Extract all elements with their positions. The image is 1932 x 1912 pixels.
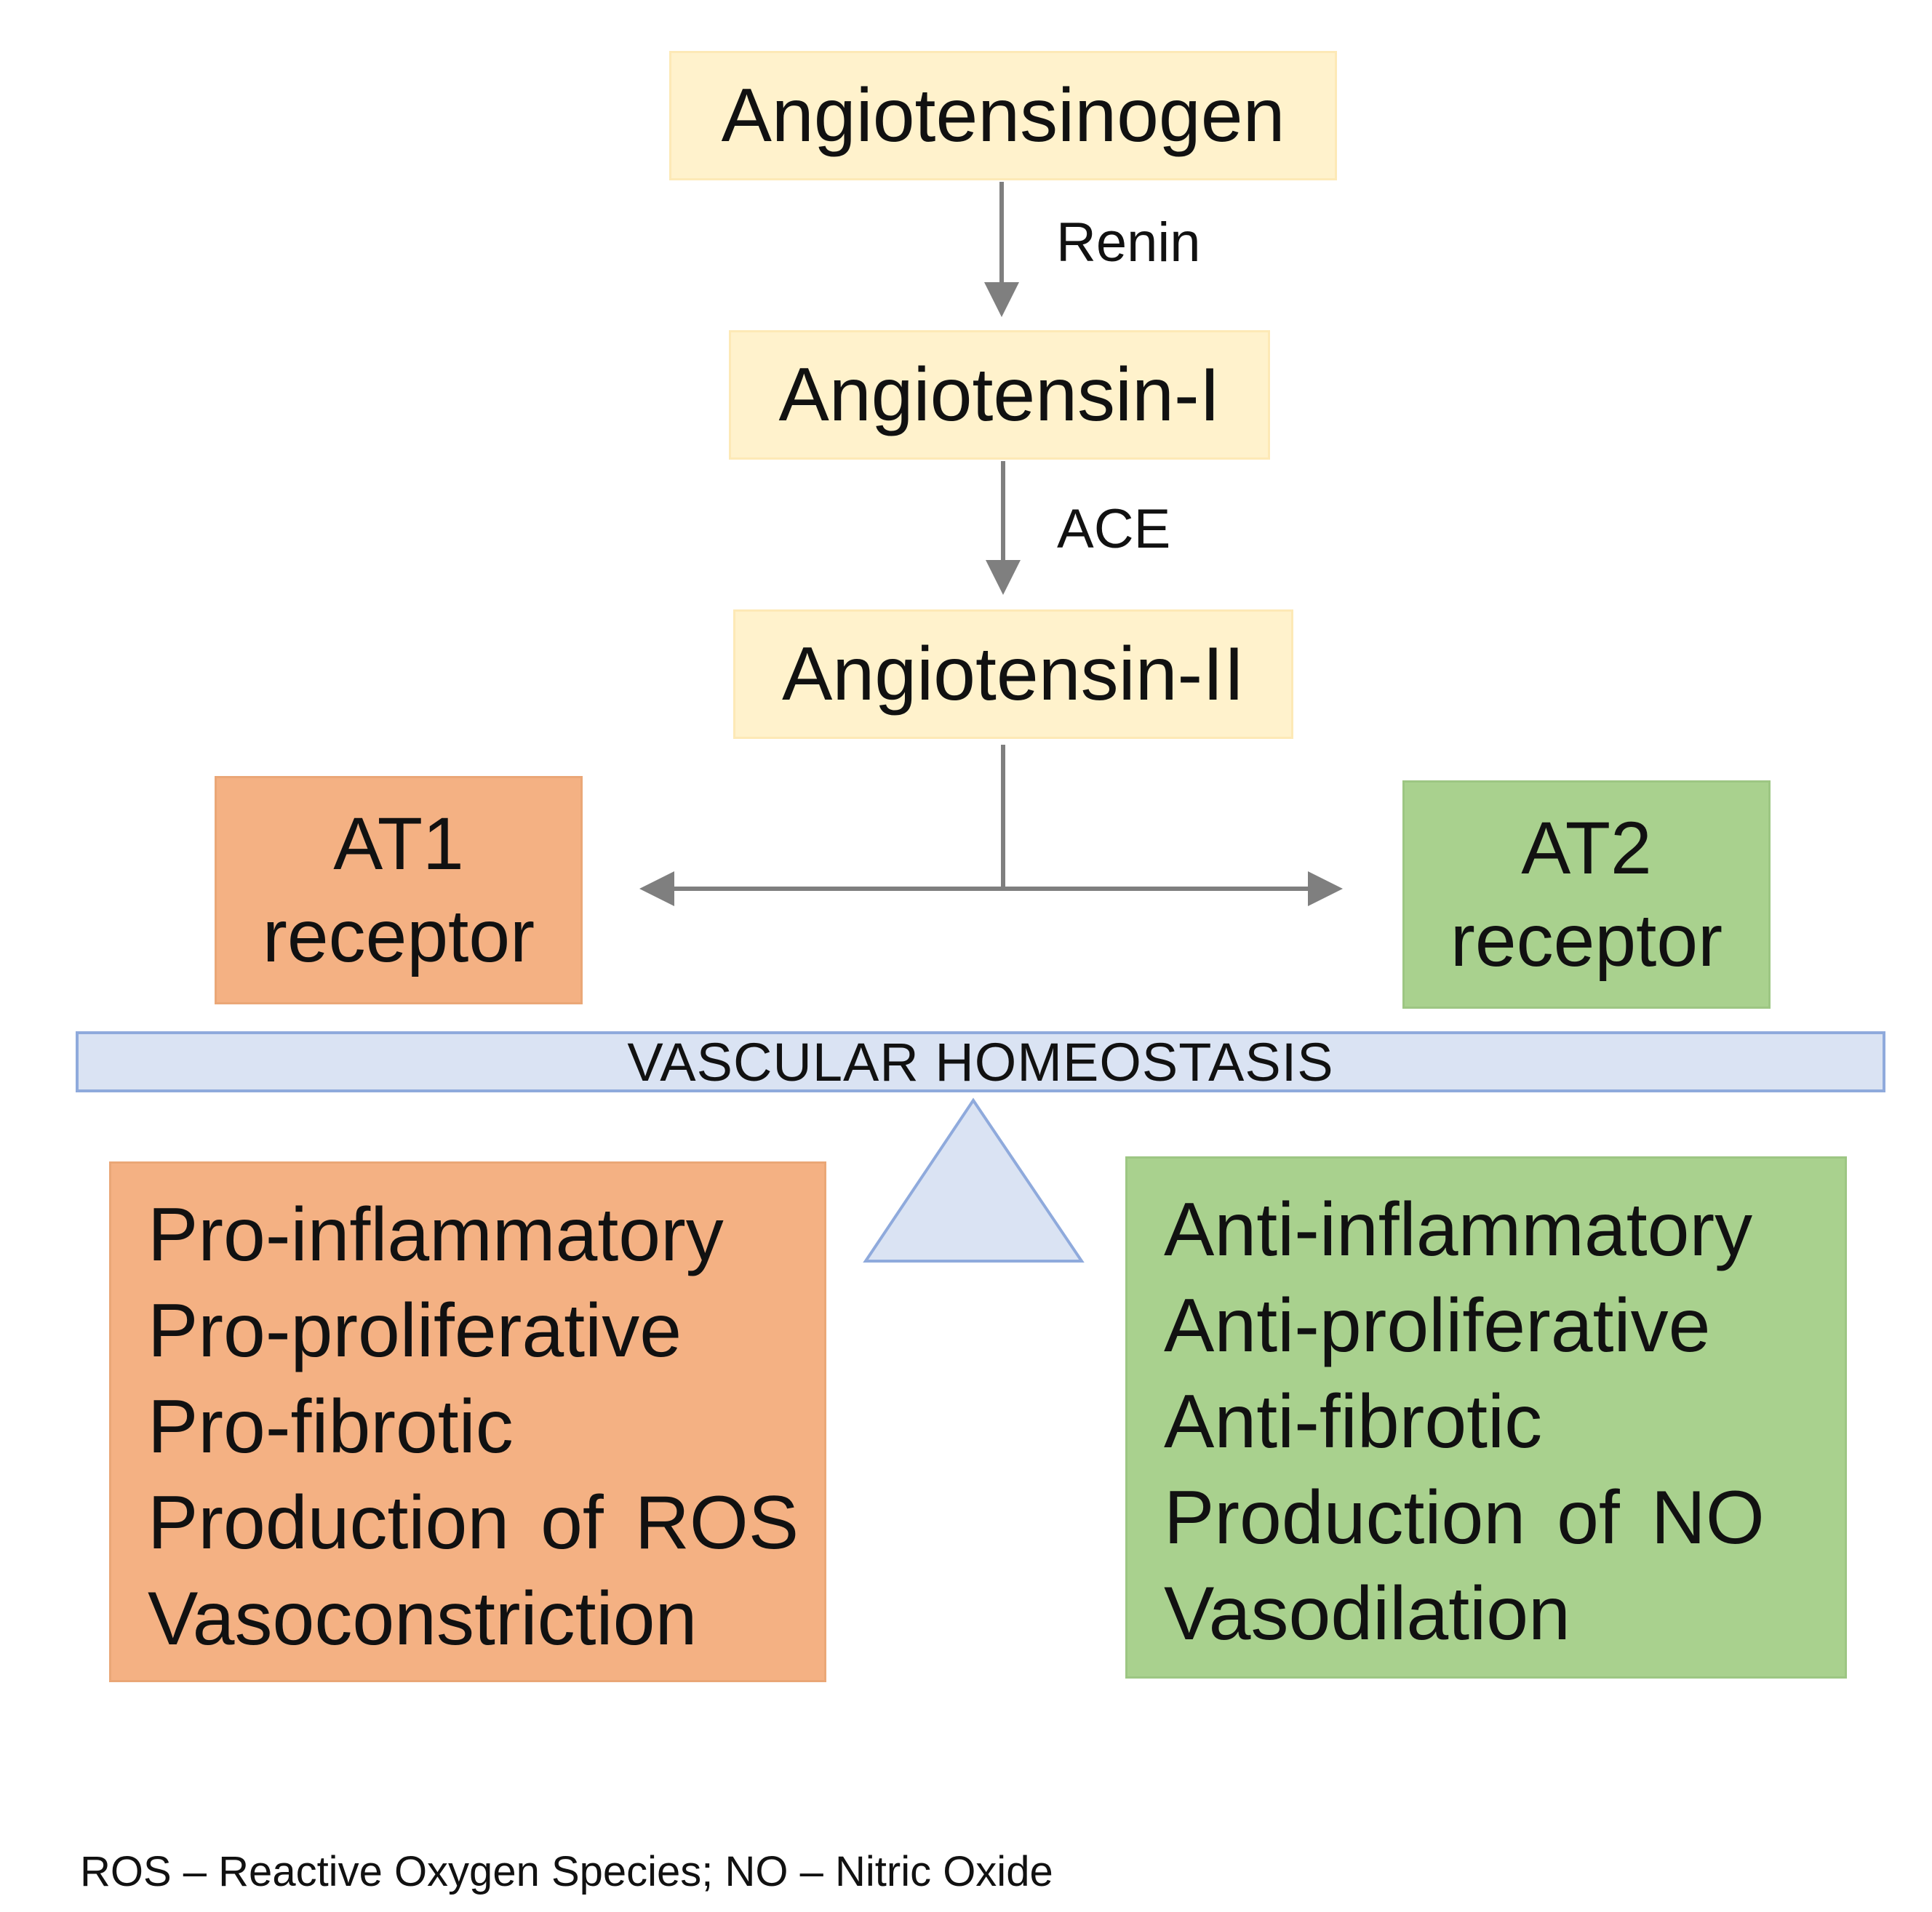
- ace-label: ACE: [1057, 498, 1171, 560]
- angiotensin-1-box: Angiotensin-I: [729, 330, 1270, 460]
- angiotensin-2-label: Angiotensin-II: [782, 632, 1245, 716]
- at2-effects-box: Anti-inflammatory Anti-proliferative Ant…: [1125, 1156, 1847, 1679]
- angiotensin-2-box: Angiotensin-II: [733, 609, 1293, 739]
- at1-receptor-line1: AT1: [333, 801, 464, 885]
- at2-effect-item: Production of NO: [1164, 1476, 1765, 1560]
- at2-effect-item: Anti-proliferative: [1164, 1284, 1711, 1368]
- at2-receptor-line2: receptor: [1450, 899, 1723, 982]
- at1-receptor-line2: receptor: [262, 895, 535, 977]
- at1-receptor-box: AT1 receptor: [215, 776, 583, 1004]
- vascular-homeostasis-beam: VASCULAR HOMEOSTASIS: [76, 1031, 1885, 1092]
- fulcrum-triangle: [863, 1097, 1085, 1263]
- at1-effect-item: Pro-inflammatory: [148, 1193, 724, 1277]
- at2-effect-item: Anti-fibrotic: [1164, 1380, 1543, 1464]
- at2-effect-item: Anti-inflammatory: [1164, 1188, 1753, 1272]
- at2-effect-item: Vasodilation: [1164, 1572, 1570, 1656]
- at1-effect-item: Production of ROS: [148, 1481, 799, 1565]
- angiotensinogen-label: Angiotensinogen: [721, 73, 1285, 158]
- at1-effect-item: Pro-proliferative: [148, 1289, 682, 1373]
- renin-label: Renin: [1056, 212, 1201, 273]
- at1-effect-item: Vasoconstriction: [148, 1577, 698, 1661]
- at2-receptor-box: AT2 receptor: [1402, 780, 1771, 1009]
- beam-label: VASCULAR HOMEOSTASIS: [627, 1031, 1334, 1092]
- abbreviations-footnote: ROS – Reactive Oxygen Species; NO – Nitr…: [80, 1848, 1053, 1895]
- at1-effects-box: Pro-inflammatory Pro-proliferative Pro-f…: [109, 1161, 826, 1682]
- angiotensinogen-box: Angiotensinogen: [669, 51, 1337, 180]
- at2-receptor-line1: AT2: [1521, 806, 1652, 889]
- angiotensin-1-label: Angiotensin-I: [778, 353, 1221, 437]
- at1-effect-item: Pro-fibrotic: [148, 1385, 514, 1469]
